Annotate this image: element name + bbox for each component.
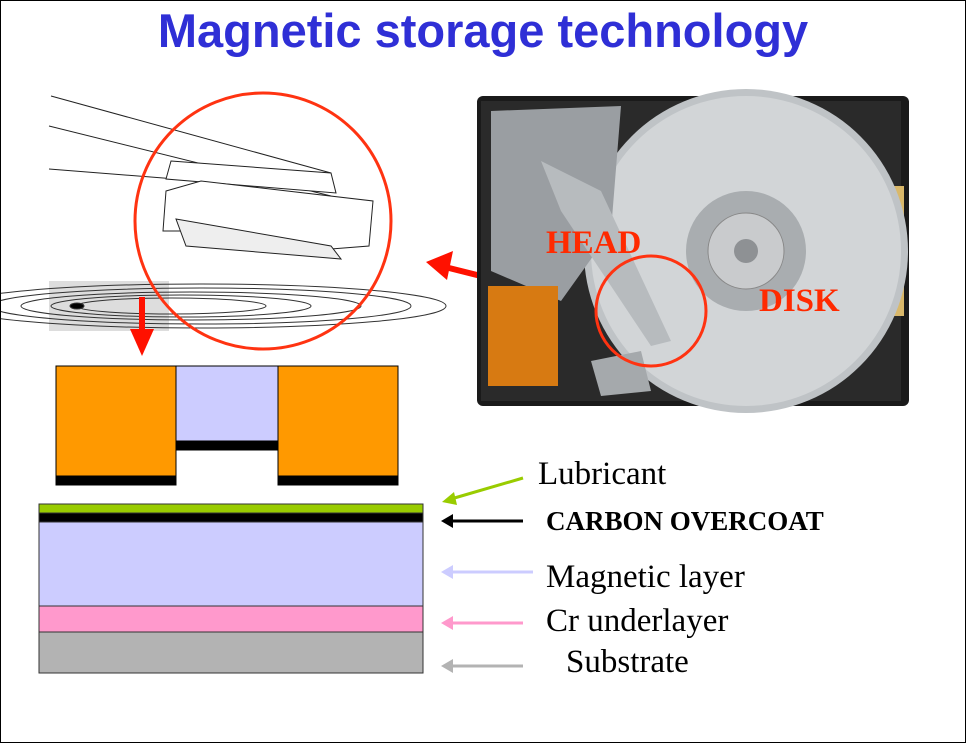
- head-slider-sketch: [48, 95, 374, 260]
- platter-sketch: [1, 281, 447, 331]
- cr-underlayer: [38, 605, 424, 633]
- slide-title: Magnetic storage technology: [157, 4, 809, 57]
- head-cross-section: [55, 365, 399, 486]
- carbon-overcoat-layer: [38, 512, 424, 523]
- substrate-layer: [38, 631, 424, 674]
- substrate-label: Substrate: [566, 644, 689, 674]
- hard-drive-photo: [477, 89, 909, 413]
- lubricant-label: Lubricant: [538, 456, 667, 492]
- head-highlight-circle: [594, 254, 708, 368]
- head-label: HEAD: [546, 225, 642, 261]
- carbon-overcoat-label: CARBON OVERCOAT: [546, 506, 824, 536]
- cr-underlayer-label: Cr underlayer: [546, 603, 729, 639]
- zoom-circle: [133, 91, 393, 351]
- disk-label: DISK: [759, 283, 840, 319]
- magnetic-layer: [38, 521, 424, 607]
- media-layer-stack: [38, 503, 424, 674]
- down-arrow: [130, 297, 154, 356]
- magnetic-layer-label: Magnetic layer: [546, 559, 745, 595]
- lubricant-layer: [38, 503, 424, 514]
- layer-arrows: [441, 476, 533, 673]
